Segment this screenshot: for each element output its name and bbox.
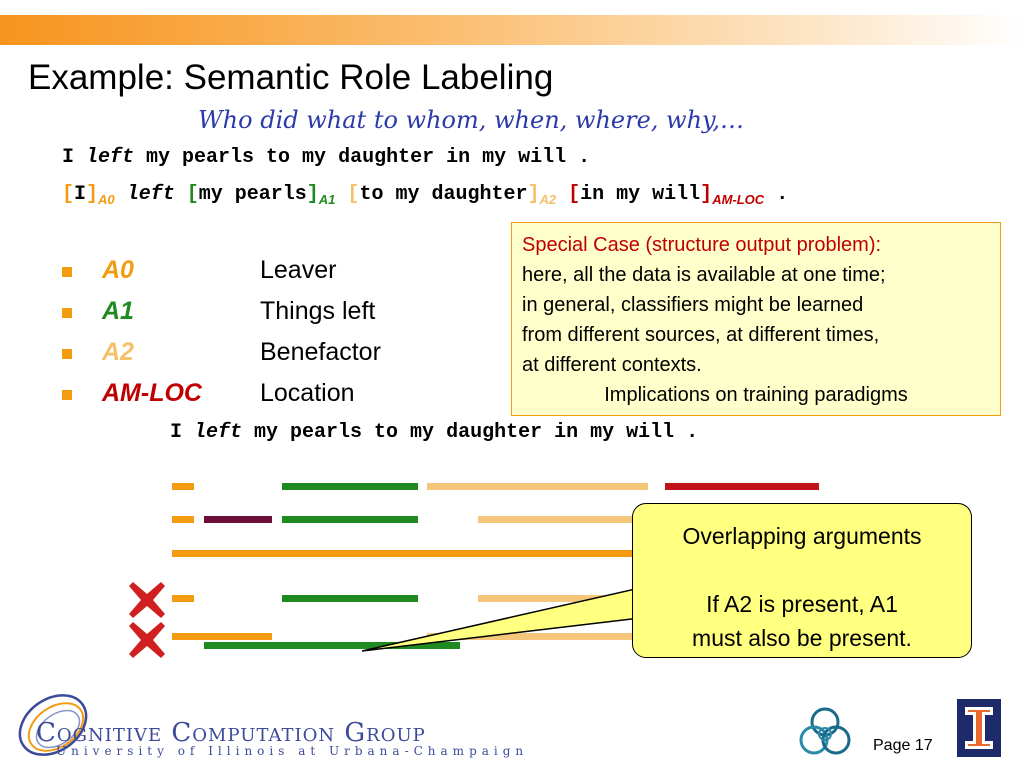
span-bar-a0: [172, 483, 194, 490]
labeled-sentence: [I]A0 left [my pearls]A1 [to my daughter…: [62, 183, 789, 207]
span-bar-verb: [204, 516, 272, 523]
role-name: AM-LOC: [102, 379, 202, 407]
arg-a2-label: A2: [539, 192, 557, 207]
span-bar-a1: [282, 595, 418, 602]
span-bar-a1: [282, 483, 418, 490]
bracket-open-a2: [: [347, 183, 360, 206]
note-line: here, all the data is available at one t…: [522, 264, 886, 286]
bullet-square: [62, 390, 72, 400]
sentence-word: I: [62, 146, 87, 169]
span-bar-a0: [172, 550, 632, 557]
bracket-open-loc: [: [568, 183, 581, 206]
span-bar-a2: [478, 516, 638, 523]
slide-subtitle: Who did what to whom, when, where, why,…: [198, 106, 745, 134]
arg-a0-text: I: [74, 183, 87, 206]
sentence-verb: left: [194, 421, 243, 444]
bullet-square: [62, 267, 72, 277]
span-bar-a2: [427, 483, 648, 490]
overlap-callout: Overlapping arguments If A2 is present, …: [632, 503, 972, 658]
role-name: A1: [102, 297, 134, 325]
bullet-square: [62, 308, 72, 318]
role-name: A2: [102, 338, 134, 366]
bracket-open-a0: [: [62, 183, 75, 206]
span-bar-a0: [172, 595, 194, 602]
note-line: at different contexts.: [522, 354, 702, 376]
aligned-sentence: I left my pearls to my daughter in my wi…: [170, 421, 698, 444]
logo-subtitle: University of Illinois at Urbana-Champai…: [56, 744, 529, 758]
callout-seam: [633, 589, 643, 617]
university-i-logo-icon: [957, 699, 1001, 757]
callout-line: must also be present.: [692, 625, 912, 651]
header-gradient-bar: [0, 15, 1024, 45]
role-description: Location: [260, 379, 355, 407]
sentence-verb: left: [86, 146, 135, 169]
role-description: Leaver: [260, 256, 337, 284]
bracket-close-a0: ]: [86, 183, 99, 206]
note-heading: Special Case (structure output problem):: [522, 234, 882, 256]
special-case-note: Special Case (structure output problem):…: [511, 222, 1001, 416]
span-bar-a1: [204, 642, 460, 649]
bullet-square: [62, 349, 72, 359]
ccg-logo-swirl-icon: [18, 694, 88, 756]
callout-spacer: [633, 553, 971, 587]
role-description: Benefactor: [260, 338, 381, 366]
arg-loc-label: AM-LOC: [712, 192, 765, 207]
sentence-rest: my pearls to my daughter in my will .: [242, 421, 699, 444]
note-line: from different sources, at different tim…: [522, 324, 880, 346]
bracket-close-a1: ]: [306, 183, 319, 206]
example-sentence: I left my pearls to my daughter in my wi…: [62, 146, 590, 169]
span-bar-a1: [282, 516, 418, 523]
arg-a2-text: to my daughter: [359, 183, 528, 206]
logo-title: Cognitive Computation Group: [36, 718, 426, 748]
labeled-period: .: [776, 183, 789, 206]
sentence-word: I: [170, 421, 195, 444]
sentence-rest: my pearls to my daughter in my will .: [134, 146, 591, 169]
role-name: A0: [102, 256, 134, 284]
arg-a1-label: A1: [318, 192, 336, 207]
note-line: in general, classifiers might be learned: [522, 294, 864, 316]
role-description: Things left: [260, 297, 376, 325]
arg-a0-label: A0: [98, 192, 115, 207]
note-implication: Implications on training paradigms: [604, 384, 908, 406]
page-number: Page 17: [873, 737, 933, 754]
span-bar-a0: [172, 516, 194, 523]
bracket-close-loc: ]: [700, 183, 713, 206]
slide-title: Example: Semantic Role Labeling: [28, 58, 554, 97]
span-bar-a2: [427, 633, 632, 640]
span-bar-loc: [665, 483, 819, 490]
arg-a1-text: my pearls: [198, 183, 307, 206]
labeled-verb: left: [126, 183, 175, 206]
bracket-close-a2: ]: [527, 183, 540, 206]
callout-line: If A2 is present, A1: [706, 591, 898, 617]
span-bar-a2: [478, 595, 638, 602]
span-bar-a0: [172, 633, 272, 640]
arg-loc-text: in my will: [580, 183, 701, 206]
invalid-x-icon: [129, 582, 165, 618]
celtic-knot-icon: [799, 707, 851, 755]
invalid-x-icon: [129, 622, 165, 658]
bracket-open-a1: [: [186, 183, 199, 206]
callout-heading: Overlapping arguments: [682, 523, 922, 549]
